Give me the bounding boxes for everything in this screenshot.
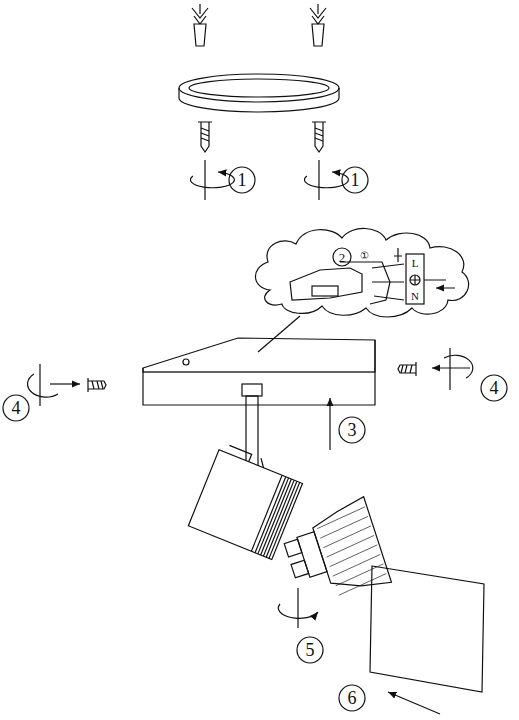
- mounting-ring: [179, 74, 339, 112]
- reflector-fin: [328, 545, 379, 567]
- callout-number: 1: [238, 171, 247, 189]
- rib: [263, 480, 294, 556]
- insert-arrow: [388, 692, 440, 714]
- wall-plug: [192, 4, 326, 46]
- callout-number: 3: [348, 421, 357, 439]
- glass-cover: [370, 566, 484, 692]
- callout-number: 4: [12, 399, 21, 417]
- callout-number: 2: [339, 251, 346, 264]
- detail-cloud: [255, 228, 468, 317]
- callout-circle: [3, 395, 29, 421]
- screw: [198, 122, 326, 152]
- wiring-detail: [290, 248, 455, 304]
- callout-number: ①: [360, 251, 369, 261]
- insert-arrow: [28, 348, 473, 450]
- callout-circle: [297, 637, 323, 663]
- callout-number: 6: [348, 689, 357, 707]
- callout-circle: [481, 375, 507, 401]
- leader-line: [258, 316, 300, 352]
- reflector-fin: [318, 516, 369, 538]
- rotate-arrow: [190, 160, 348, 200]
- spot-head: [188, 442, 305, 559]
- gu10-bulb: [278, 497, 391, 610]
- reflector-fin: [315, 507, 366, 529]
- reflector-fin: [322, 526, 373, 548]
- callout-circle: [342, 167, 368, 193]
- callout-number: N: [411, 291, 419, 302]
- callout-number: 5: [306, 641, 315, 659]
- reflector-fin: [325, 535, 376, 557]
- rib: [255, 477, 286, 553]
- reflector-fin: [331, 554, 382, 576]
- side-screw: [88, 362, 416, 392]
- rib: [258, 478, 289, 554]
- rib: [266, 481, 297, 557]
- callout-number: L: [412, 258, 419, 269]
- callout-number: 4: [490, 379, 499, 397]
- callout-circle: [339, 685, 365, 711]
- callout-circle: [333, 248, 351, 266]
- callout-circle: [229, 167, 255, 193]
- rib: [269, 482, 300, 558]
- reflector-fin: [337, 573, 388, 595]
- rotate-arrow: [278, 588, 318, 628]
- callout-number: 1: [351, 171, 360, 189]
- callout-circle: [339, 417, 365, 443]
- canopy-box: [143, 338, 375, 405]
